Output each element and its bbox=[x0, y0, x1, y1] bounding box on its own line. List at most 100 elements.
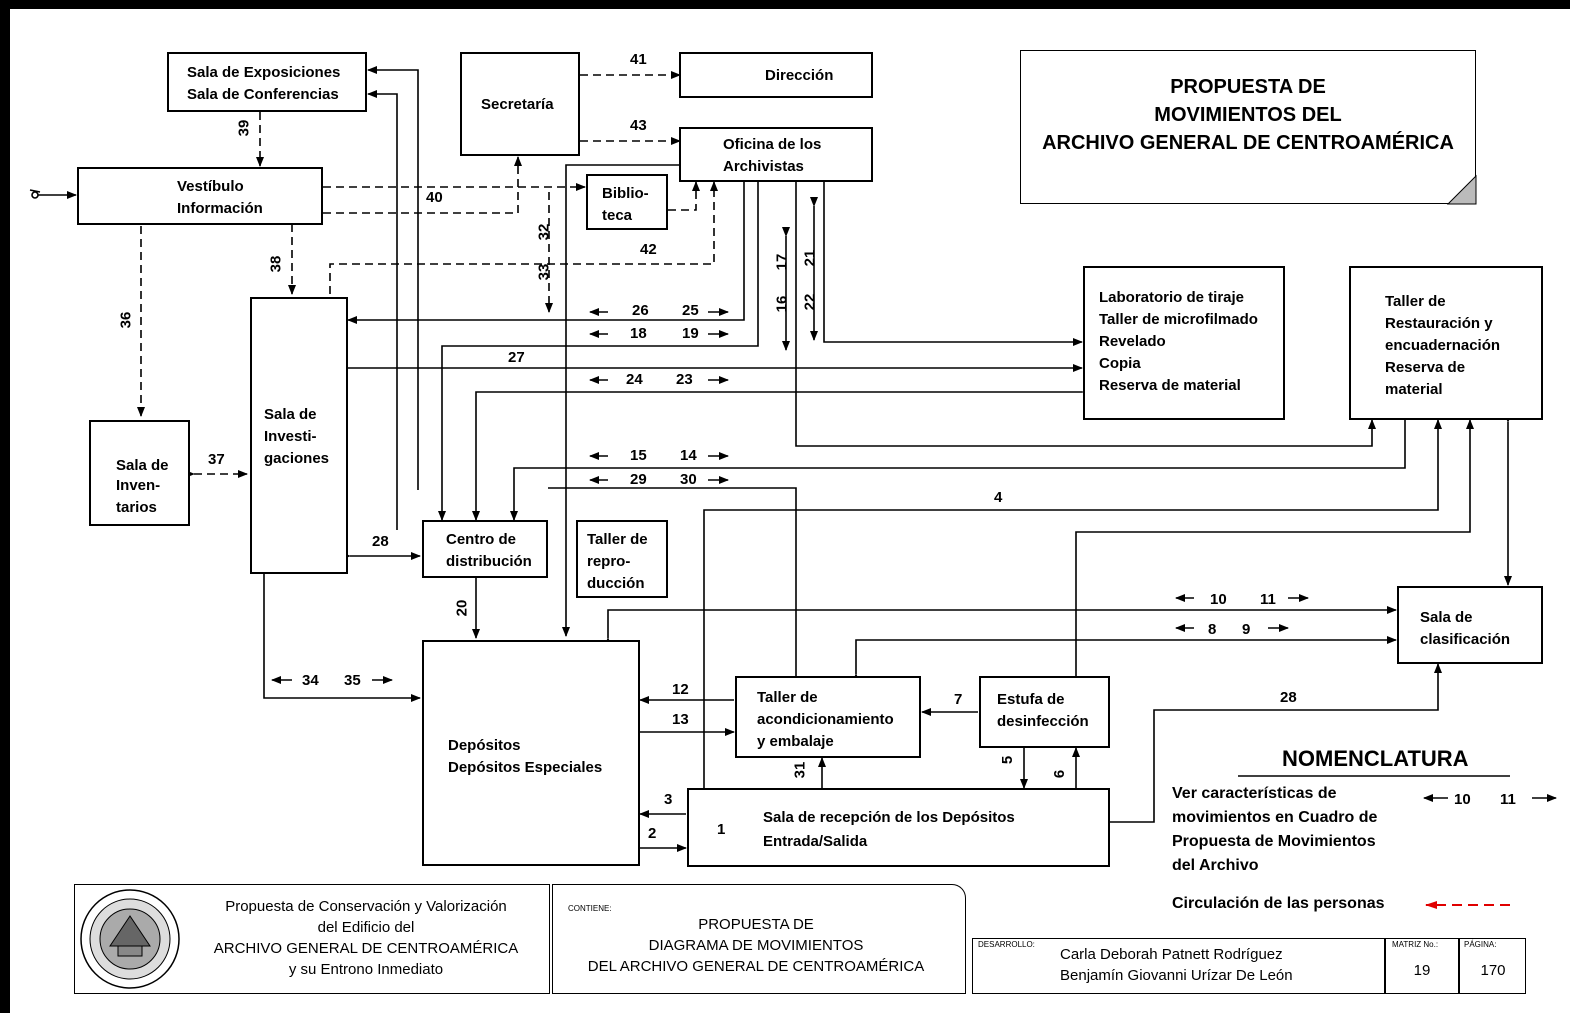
clasificacion-line2: clasificación bbox=[1420, 631, 1511, 648]
movement-15: 15 bbox=[630, 447, 647, 464]
depositos-line2: Depósitos Especiales bbox=[448, 759, 603, 776]
diagram-title-line1: PROPUESTA DE bbox=[1170, 76, 1326, 98]
movement-38: 38 bbox=[267, 255, 285, 273]
depositos-line1: Depósitos bbox=[448, 737, 521, 754]
inventarios-line2: Inven- bbox=[116, 477, 161, 494]
movement-14: 14 bbox=[680, 447, 697, 464]
vestibulo-label: Vestíbulo bbox=[177, 178, 244, 195]
movement-22: 22 bbox=[801, 293, 819, 311]
author-2: Benjamín Giovanni Urízar De León bbox=[1060, 967, 1293, 984]
page-curl-icon bbox=[1446, 174, 1477, 205]
restauracion-line4: Reserva de bbox=[1385, 359, 1466, 376]
estufa-line1: Estufa de bbox=[997, 691, 1065, 708]
box-sala-investigaciones: Sala de Investi- gaciones bbox=[250, 297, 348, 574]
movement-39: 39 bbox=[235, 119, 253, 137]
nomenclatura-example-left: 10 bbox=[1454, 791, 1471, 808]
movement-17: 17 bbox=[773, 253, 791, 271]
direccion-label: Dirección bbox=[765, 67, 834, 84]
matriz-value: 19 bbox=[1413, 962, 1431, 979]
box-vestibulo: Vestíbulo Información bbox=[77, 167, 323, 225]
biblioteca-label-2: teca bbox=[602, 207, 633, 224]
secretaria-label: Secretaría bbox=[481, 96, 554, 113]
sala-exposiciones-label: Sala de Exposiciones bbox=[187, 64, 341, 81]
movement-20: 20 bbox=[453, 599, 471, 617]
movement-27: 27 bbox=[508, 349, 525, 366]
pagina-value: 170 bbox=[1480, 962, 1506, 979]
nomenclatura-title: NOMENCLATURA bbox=[1282, 746, 1469, 771]
box-sala-inventarios: Sala de Inven- tarios bbox=[89, 420, 190, 526]
diagram-title-line3: ARCHIVO GENERAL DE CENTROAMÉRICA bbox=[1042, 132, 1454, 154]
nomenclatura-example-right: 11 bbox=[1500, 791, 1516, 808]
reproduccion-line3: ducción bbox=[587, 575, 645, 592]
laboratorio-line2: Taller de microfilmado bbox=[1099, 311, 1258, 328]
movement-43: 43 bbox=[630, 117, 647, 134]
movement-9: 9 bbox=[1242, 621, 1251, 638]
university-seal-icon bbox=[80, 889, 180, 989]
inventarios-line3: tarios bbox=[116, 499, 157, 516]
box-sala-recepcion: 1 Sala de recepción de los Depósitos Ent… bbox=[687, 788, 1110, 867]
box-taller-restauracion: Taller de Restauración y encuadernación … bbox=[1349, 266, 1543, 420]
movement-18: 18 bbox=[630, 325, 647, 342]
title-block-authors bbox=[972, 938, 1526, 994]
restauracion-line5: material bbox=[1385, 381, 1443, 398]
movement-13: 13 bbox=[672, 711, 689, 728]
investigaciones-line2: Investi- bbox=[264, 428, 317, 445]
box-oficina-archivistas: Oficina de los Archivistas bbox=[679, 127, 873, 182]
movement-10: 10 bbox=[1210, 591, 1227, 608]
contents-line-2: DIAGRAMA DE MOVIMIENTOS bbox=[648, 937, 864, 954]
movement-6: 6 bbox=[1051, 769, 1069, 779]
box-secretaria: Secretaría bbox=[460, 52, 580, 156]
movement-19: 19 bbox=[682, 325, 699, 342]
box-sala-clasificacion: Sala de clasificación bbox=[1397, 586, 1543, 664]
recepcion-line1: Sala de recepción de los Depósitos bbox=[763, 809, 1015, 826]
movement-7: 7 bbox=[954, 691, 963, 708]
movement-32: 32 bbox=[535, 223, 553, 241]
recepcion-number: 1 bbox=[717, 821, 726, 838]
nomenclatura-text-3: Propuesta de Movimientos bbox=[1172, 833, 1376, 850]
restauracion-line2: Restauración y bbox=[1385, 315, 1493, 332]
laboratorio-line5: Reserva de material bbox=[1099, 377, 1241, 394]
box-direccion: Dirección bbox=[679, 52, 873, 98]
oficina-label-2: Archivistas bbox=[723, 158, 804, 175]
author-1: Carla Deborah Patnett Rodríguez bbox=[1060, 946, 1283, 963]
laboratorio-line3: Revelado bbox=[1099, 333, 1166, 350]
pagina-label: PÁGINA: bbox=[1464, 940, 1497, 949]
inventarios-line1: Sala de bbox=[116, 457, 169, 474]
movement-28-left: 28 bbox=[372, 533, 389, 550]
box-estufa: Estufa de desinfección bbox=[979, 676, 1110, 748]
centro-line2: distribución bbox=[446, 553, 532, 570]
title-block-contents bbox=[552, 884, 966, 994]
movement-11: 11 bbox=[1260, 591, 1276, 608]
movement-37: 37 bbox=[208, 451, 225, 468]
movement-21: 21 bbox=[801, 249, 819, 267]
movement-42: 42 bbox=[640, 241, 657, 258]
project-line-2: del Edificio del bbox=[317, 919, 415, 936]
oficina-label-1: Oficina de los bbox=[723, 136, 822, 153]
movement-40: 40 bbox=[426, 189, 443, 206]
diagram-title-line2: MOVIMIENTOS DEL bbox=[1154, 104, 1342, 126]
movement-28-right: 28 bbox=[1280, 689, 1297, 706]
acondicionamiento-line3: y embalaje bbox=[757, 733, 834, 750]
biblioteca-label-1: Biblio- bbox=[602, 185, 649, 202]
movement-24: 24 bbox=[626, 371, 643, 388]
movement-4: 4 bbox=[994, 489, 1003, 506]
movement-41: 41 bbox=[630, 51, 647, 68]
desarrollo-label: DESARROLLO: bbox=[978, 940, 1035, 949]
author-divider bbox=[1384, 938, 1386, 994]
movement-31: 31 bbox=[791, 761, 809, 779]
box-sala-exposiciones: Sala de Exposiciones Sala de Conferencia… bbox=[167, 52, 367, 112]
box-taller-acondicionamiento: Taller de acondicionamiento y embalaje bbox=[735, 676, 921, 758]
movement-12: 12 bbox=[672, 681, 689, 698]
sala-conferencias-label: Sala de Conferencias bbox=[187, 86, 339, 103]
movement-35: 35 bbox=[344, 672, 361, 689]
reproduccion-line2: repro- bbox=[587, 553, 631, 570]
movement-29: 29 bbox=[630, 471, 647, 488]
movement-25: 25 bbox=[682, 302, 699, 319]
reproduccion-line1: Taller de bbox=[587, 531, 648, 548]
restauracion-line1: Taller de bbox=[1385, 293, 1446, 310]
project-line-4: y su Entrono Inmediato bbox=[288, 961, 444, 978]
contents-text: PROPUESTA DE DIAGRAMA DE MOVIMIENTOS DEL… bbox=[556, 914, 956, 977]
informacion-label: Información bbox=[177, 200, 263, 217]
